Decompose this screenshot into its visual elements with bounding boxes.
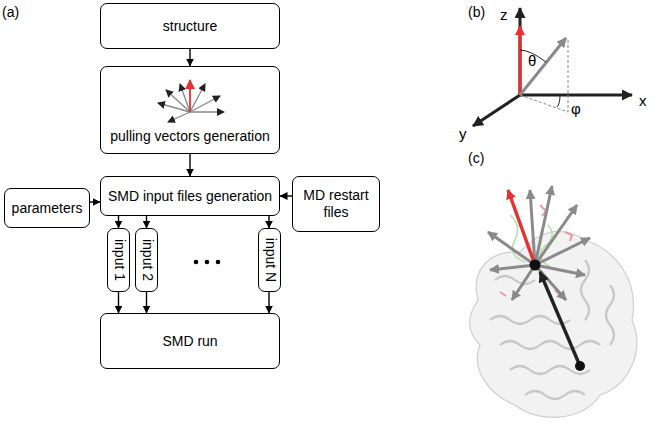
node-text: parameters [8, 200, 87, 217]
node-text: structure [159, 18, 221, 35]
flow-arrow [189, 49, 190, 66]
input-box: input 1 [107, 228, 130, 292]
flow-arrow [268, 216, 269, 228]
process-box: structure [100, 3, 280, 49]
node-text: input 1 [110, 239, 127, 281]
protein-illustration [470, 186, 637, 417]
angle-label: θ [528, 52, 536, 69]
flow-arrow [90, 201, 100, 202]
flow-arrow [146, 216, 147, 228]
axis-label: y [459, 125, 467, 142]
angle-label: φ [571, 100, 581, 117]
restart-box: MD restart files [292, 176, 380, 232]
parameter-box: parameters [4, 188, 90, 228]
flow-arrow [146, 292, 147, 313]
flow-arrow [118, 292, 119, 313]
coordinate-axes [473, 8, 632, 126]
vector-icon [158, 80, 224, 122]
input-box: input N [258, 228, 281, 292]
process-box: pulling vectors generation [100, 66, 280, 154]
panel-label: (b) [468, 4, 485, 21]
node-text: input 2 [138, 239, 155, 281]
axis-label: x [639, 92, 647, 109]
node-text: MD restart files [293, 187, 379, 221]
panel-label: (a) [2, 4, 19, 21]
flow-arrow [189, 154, 190, 176]
process-box: SMD run [100, 313, 280, 369]
node-text: pulling vectors generation [106, 128, 274, 145]
flow-arrow [118, 216, 119, 228]
panel-label: (c) [468, 150, 484, 167]
node-text: input N [261, 238, 278, 282]
input-box: input 2 [135, 228, 158, 292]
flow-arrow [268, 292, 269, 313]
ellipsis-dots [194, 260, 221, 265]
node-text: SMD run [158, 333, 221, 350]
process-box: SMD input files generation [100, 176, 280, 216]
flow-arrow [280, 195, 292, 196]
node-text: SMD input files generation [104, 188, 276, 205]
axis-label: z [500, 6, 508, 23]
